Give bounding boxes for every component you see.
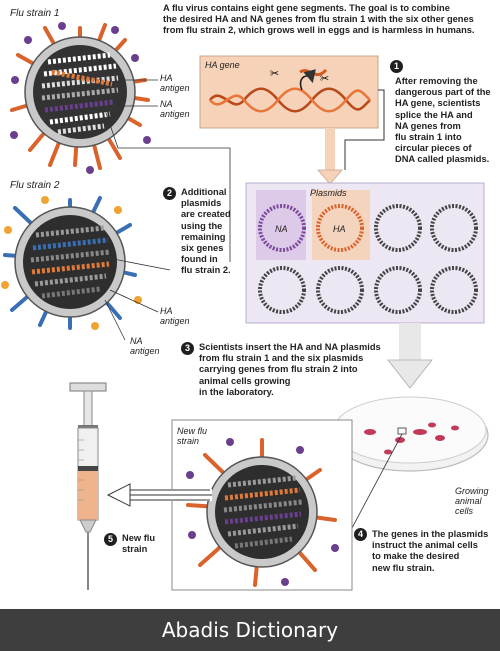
syringe-icon [69, 382, 107, 590]
plasmids-label: Plasmids [310, 188, 347, 198]
strain2-title: Flu strain 2 [10, 180, 60, 191]
ha-gene-label: HA gene [205, 60, 240, 70]
scissors-icon: ✂ [320, 72, 329, 85]
petri-dish [331, 396, 489, 472]
step-5-badge: 5 [104, 533, 117, 546]
plasmid-rings [258, 204, 478, 314]
step-3-text: Scientists insert the HA and NA plasmids… [199, 342, 381, 397]
ha-gene-box [199, 55, 379, 129]
ha-gene-helix [208, 68, 371, 113]
flow-arrow [387, 359, 433, 389]
flow-arrow [106, 483, 131, 507]
intro-text: A flu virus contains eight gene segments… [163, 3, 475, 36]
virus-strain-1 [10, 22, 151, 174]
plasmid-ha-label: HA [333, 224, 346, 234]
step-3-badge: 3 [181, 342, 194, 355]
strain1-title: Flu strain 1 [10, 8, 60, 19]
virus-strain-2 [1, 196, 142, 330]
plasmid-na-label: NA [275, 224, 288, 234]
footer-watermark: Abadis Dictionary [0, 609, 500, 651]
scissors-icon: ✂ [270, 67, 279, 80]
step-2-badge: 2 [163, 187, 176, 200]
step-4-badge: 4 [354, 528, 367, 541]
step-1-badge: 1 [390, 60, 403, 73]
leader-lines [104, 79, 231, 341]
virus-new-strain [186, 438, 339, 587]
